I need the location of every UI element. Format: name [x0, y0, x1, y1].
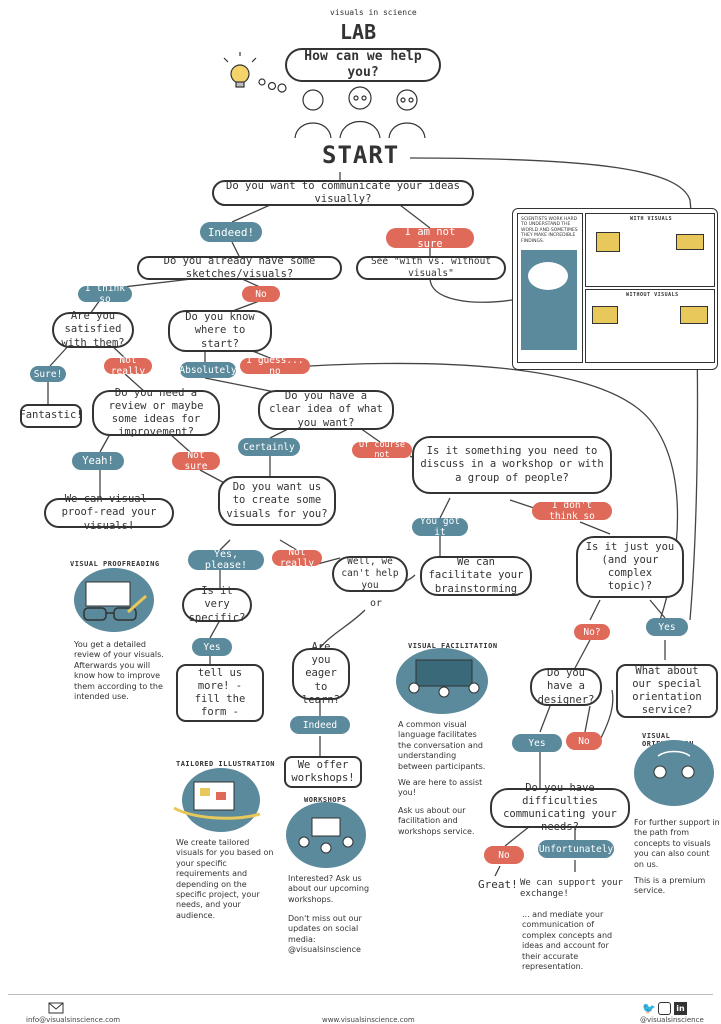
proofreading-title: VISUAL PROOFREADING [70, 560, 160, 568]
orientation-description-1: For further support in the path from con… [634, 818, 720, 869]
question-just-you: Is it just you (and your complex topic)? [576, 536, 684, 598]
comic-with-without-visuals: SCIENTISTS WORK HARD TO UNDERSTAND THE W… [512, 208, 718, 370]
answer-yes-please: Yes, please! [188, 549, 264, 571]
result-fantastic: Fantastic! [19, 404, 83, 428]
see-with-without-visuals: See "with vs. without visuals" [356, 256, 506, 280]
email-icon[interactable] [48, 1002, 64, 1014]
comic-panel-with: WITH VISUALS [585, 213, 715, 287]
answer-not-sure: I am not sure [386, 226, 474, 250]
answer-indeed: Indeed! [200, 222, 262, 242]
answer-yes-specific: Yes [192, 638, 232, 656]
answer-not-really-create: Not really [272, 547, 322, 569]
answer-no-designer: No [566, 732, 602, 750]
answer-not-really: Not really [104, 355, 152, 377]
sign-sketch-icon [680, 306, 708, 324]
answer-indeed-learn: Indeed [290, 716, 350, 734]
orientation-description-2: This is a premium service. [634, 876, 706, 896]
header-question: How can we help you? [285, 48, 441, 82]
footer-handle[interactable]: @visualsinscience [640, 1016, 704, 1024]
speech-bubble-icon [528, 262, 568, 290]
workshops-description-1: Interested? Ask us about our upcoming wo… [288, 874, 370, 904]
brand-logo: LAB [340, 20, 377, 44]
offer-proofread: We can visual-proof-read your visuals! [44, 493, 174, 532]
workshops-description-2: Don't miss out our updates on social med… [288, 914, 362, 955]
illustration-title: TAILORED ILLUSTRATION [176, 760, 276, 768]
answer-i-guess-no: I guess... no [240, 355, 310, 377]
slide-sketch-icon [592, 306, 618, 324]
result-cant-help: Well, we can't help you [332, 556, 408, 592]
comic-without-title: WITHOUT VISUALS [626, 292, 679, 298]
offer-facilitate: We can facilitate your brainstorming [420, 556, 532, 596]
workshops-title: WORKSHOPS [304, 796, 347, 804]
question-very-specific: Is it very specific? [182, 585, 252, 624]
or-label: or [370, 598, 383, 609]
lightbulb-icon [223, 52, 287, 93]
question-workshop: Is it something you need to discuss in a… [412, 436, 612, 494]
offer-workshops: We offer workshops! [284, 756, 362, 788]
facilitation-title: VISUAL FACILITATION [408, 642, 498, 650]
comic-panel-intro: SCIENTISTS WORK HARD TO UNDERSTAND THE W… [517, 213, 583, 363]
offer-orientation: What about our special orientation servi… [616, 664, 718, 718]
answer-dont-think-so: I don't think so [532, 500, 612, 522]
question-difficulties: Do you have difficulties communicating y… [490, 782, 630, 833]
answer-no: No [242, 286, 280, 302]
comic-with-title: WITH VISUALS [630, 216, 673, 222]
illustration-description: We create tailored visuals for you based… [176, 838, 274, 920]
footer-email[interactable]: info@visualsinscience.com [26, 1016, 121, 1024]
chart-sketch-icon [596, 232, 620, 252]
question-need-review: Do you need a review or maybe some ideas… [92, 387, 220, 438]
workshop-people-icon [298, 817, 354, 854]
facilitation-description-2: We are here to assist you! [398, 778, 483, 798]
question-eager-learn: Are you eager to learn? [292, 641, 350, 706]
proofreading-description: You get a detailed review of your visual… [74, 640, 164, 701]
linkedin-icon[interactable]: in [674, 1002, 687, 1015]
offer-support-exchange: We can support your exchange! [520, 878, 623, 900]
form-tell-us-more[interactable]: tell us more! - fill the form - [176, 664, 264, 722]
comic-intro-text: SCIENTISTS WORK HARD TO UNDERSTAND THE W… [521, 217, 578, 244]
thinking-people-icon [653, 750, 695, 779]
facilitation-description-3: Ask us about our facilitation and worksh… [398, 806, 475, 836]
footer-divider [8, 994, 713, 995]
answer-i-think-so: I think so [78, 283, 132, 305]
canvas-icon [173, 781, 261, 820]
question-have-sketches: Do you already have some sketches/visual… [137, 255, 342, 280]
glasses-icon [83, 581, 147, 621]
answer-unfortunately: Unfortunately [538, 840, 614, 858]
question-clear-idea: Do you have a clear idea of what you wan… [258, 390, 394, 430]
answer-no-difficulties: No [484, 846, 524, 864]
answer-certainly: Certainly [238, 438, 300, 456]
question-create-visuals: Do you want us to create some visuals fo… [218, 476, 336, 526]
twitter-icon[interactable]: 🐦 [642, 1002, 656, 1015]
answer-yeah: Yeah! [72, 452, 124, 470]
question-have-designer: Do you have a designer? [530, 667, 602, 706]
brand-tagline: visuals in science [330, 8, 417, 17]
answer-not-sure-review: Not sure [172, 450, 220, 472]
answer-yes-designer: Yes [512, 734, 562, 752]
facilitation-description-1: A common visual language facilitates the… [398, 720, 486, 771]
result-great: Great! [478, 878, 518, 891]
question-communicate-visually: Do you want to communicate your ideas vi… [212, 180, 474, 206]
question-know-where-start: Do you know where to start? [168, 310, 272, 352]
question-satisfied: Are you satisfied with them? [52, 310, 134, 349]
answer-absolutely: Absolutely [179, 362, 237, 378]
answer-no-question: No? [574, 624, 610, 640]
footer-website[interactable]: www.visualsinscience.com [322, 1016, 415, 1024]
instagram-icon[interactable] [658, 1002, 671, 1015]
team-illustration [294, 86, 426, 138]
whiteboard-icon [408, 659, 480, 698]
answer-of-course-not: Of course not [352, 440, 412, 460]
start-label: START [322, 141, 400, 169]
note-sketch-icon [676, 234, 704, 250]
mediate-description: ... and mediate your communication of co… [522, 910, 613, 971]
comic-panel-without: WITHOUT VISUALS [585, 289, 715, 363]
answer-you-got-it: You got it [412, 516, 468, 538]
answer-yes-just-you: Yes [646, 618, 688, 636]
answer-sure: Sure! [30, 366, 66, 382]
